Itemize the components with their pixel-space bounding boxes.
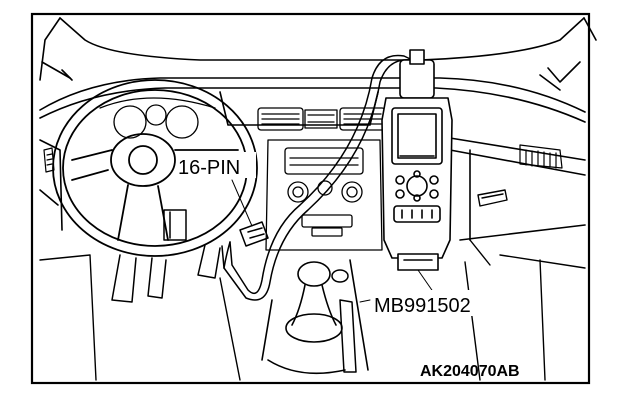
gear-shifter [261,259,369,375]
label-16-pin-group: 16-PIN [176,152,256,179]
handbrake [331,269,357,373]
label-figure-id-group: AK204070AB [420,363,520,380]
figure-id: AK204070AB [420,363,520,380]
figure-frame [30,12,591,385]
mb991502-scan-tool [381,49,453,271]
floor [39,239,586,381]
right-air-vent [519,144,563,169]
steering-column [163,209,187,241]
label-16-pin: 16-PIN [178,157,240,179]
instrument-cluster [99,97,216,139]
diagnostic-cable [221,54,431,301]
glovebox-handle [477,189,508,207]
center-air-vents [257,107,386,131]
label-mb991502: MB991502 [374,295,471,317]
label-tool-group: MB991502 [372,290,500,317]
16-pin-connector [239,221,269,247]
pedals [111,244,221,303]
left-air-vent [43,147,55,173]
